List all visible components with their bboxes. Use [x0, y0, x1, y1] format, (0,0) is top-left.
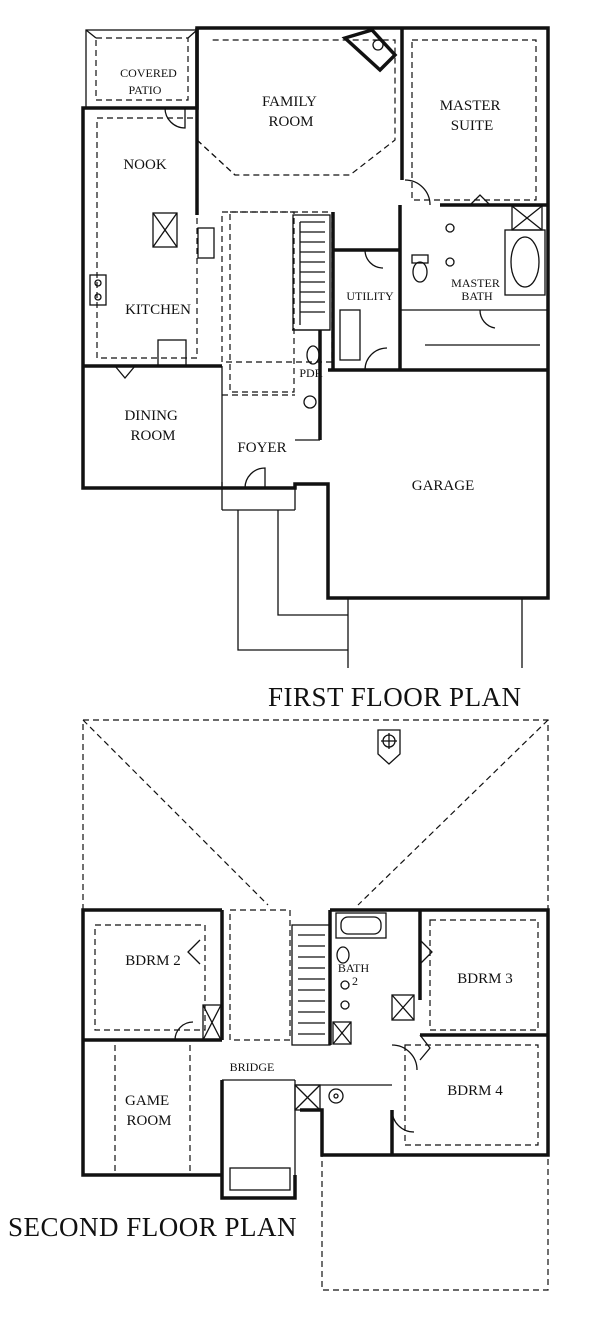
room-label-garage: GARAGE [412, 478, 475, 494]
fixtures [89, 212, 455, 409]
ceiling-lines [96, 39, 537, 396]
label-bridge: BRIDGE [230, 1060, 275, 1074]
fireplace-icon [341, 28, 398, 73]
room-label-utility: UTILITY [346, 289, 394, 303]
staircase [292, 214, 331, 331]
interior-walls [83, 28, 548, 511]
ceiling-lines-second [94, 909, 549, 1291]
door-swings-second [174, 939, 433, 1133]
room-label-nook: NOOK [123, 157, 166, 173]
door-swings [114, 107, 496, 489]
room-label-bdrm-2: BDRM 2 [125, 953, 180, 969]
roof-lines [82, 719, 549, 910]
room-label-dining-room: DINING ROOM [124, 408, 181, 444]
room-label-game-room: GAME ROOM [125, 1093, 173, 1129]
first-floor-plan: COVERED PATIO FAMILY ROOM MASTER SUITE N… [81, 26, 550, 712]
second-floor-plan-title: SECOND FLOOR PLAN [8, 1212, 297, 1242]
room-label-kitchen: KITCHEN [125, 302, 191, 318]
bathtub-icon [504, 205, 546, 296]
room-label-master-bath: MASTER BATH [451, 276, 503, 303]
room-label-bath-2: BATH 2 [338, 961, 372, 988]
interior-walls-second [83, 908, 548, 1175]
first-floor-plan-title: FIRST FLOOR PLAN [268, 682, 522, 712]
driveway-and-walk [237, 510, 523, 668]
exterior-wall-second [81, 908, 550, 1200]
room-label-bdrm-4: BDRM 4 [447, 1083, 503, 1099]
room-label-pdr: PDR [299, 366, 322, 380]
room-label-foyer: FOYER [237, 440, 286, 456]
room-label-bdrm-3: BDRM 3 [457, 971, 512, 987]
staircase-second [291, 924, 331, 1046]
bath-fixtures-second [328, 912, 387, 1104]
room-label-covered-patio: COVERED PATIO [120, 66, 180, 97]
compass-icon [377, 729, 401, 765]
room-label-master-suite: MASTER SUITE [440, 98, 505, 134]
second-floor-plan: BDRM 2 BATH 2 BDRM 3 BRIDGE GAME ROOM BD… [8, 719, 550, 1291]
room-label-family-room: FAMILY ROOM [262, 94, 320, 130]
